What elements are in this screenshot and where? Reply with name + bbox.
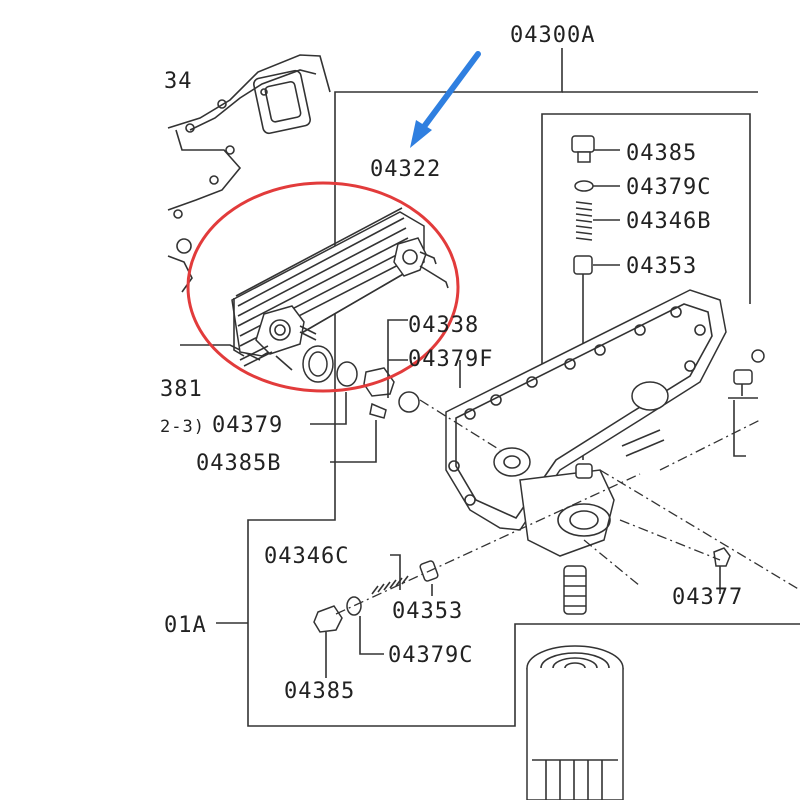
filter-housing	[445, 289, 727, 557]
label-04379c-top: 04379C	[626, 175, 711, 200]
label-04379f: 04379F	[408, 347, 493, 372]
leader-lines	[216, 149, 746, 678]
label-04338: 04338	[408, 313, 479, 338]
highlight-circle	[186, 181, 460, 393]
label-assembly: 04300A	[510, 23, 595, 48]
label-04353-top: 04353	[626, 254, 697, 279]
label-34: 34	[164, 69, 193, 94]
oil-filter	[526, 645, 624, 800]
oil-cooler	[231, 207, 449, 371]
label-04353-bottom: 04353	[392, 599, 463, 624]
label-04385-top: 04385	[626, 141, 697, 166]
label-prefix: 2-3)	[160, 417, 205, 437]
right-edge-parts	[713, 349, 765, 582]
label-01a: 01A	[164, 613, 207, 638]
filter-plug	[563, 565, 587, 615]
label-04377: 04377	[672, 585, 743, 610]
cooler-gaskets	[302, 345, 420, 419]
label-04346c: 04346C	[264, 544, 349, 569]
label-cooler: 04322	[370, 157, 441, 182]
gasket-plate	[167, 54, 331, 361]
pointer-arrow	[410, 51, 481, 148]
relief-valve-parts-top	[571, 135, 595, 460]
label-381: 381	[160, 377, 203, 402]
label-04385b: 04385B	[196, 451, 281, 476]
assembly-frame	[247, 48, 800, 727]
centerlines	[335, 399, 800, 615]
part-labels: 04300A 04322 04385 04379C 04346B 04353 0…	[160, 23, 743, 704]
label-04379: 04379	[212, 413, 283, 438]
label-04385-bottom: 04385	[284, 679, 355, 704]
label-04346b: 04346B	[626, 209, 711, 234]
label-04379c-bottom: 04379C	[388, 643, 473, 668]
